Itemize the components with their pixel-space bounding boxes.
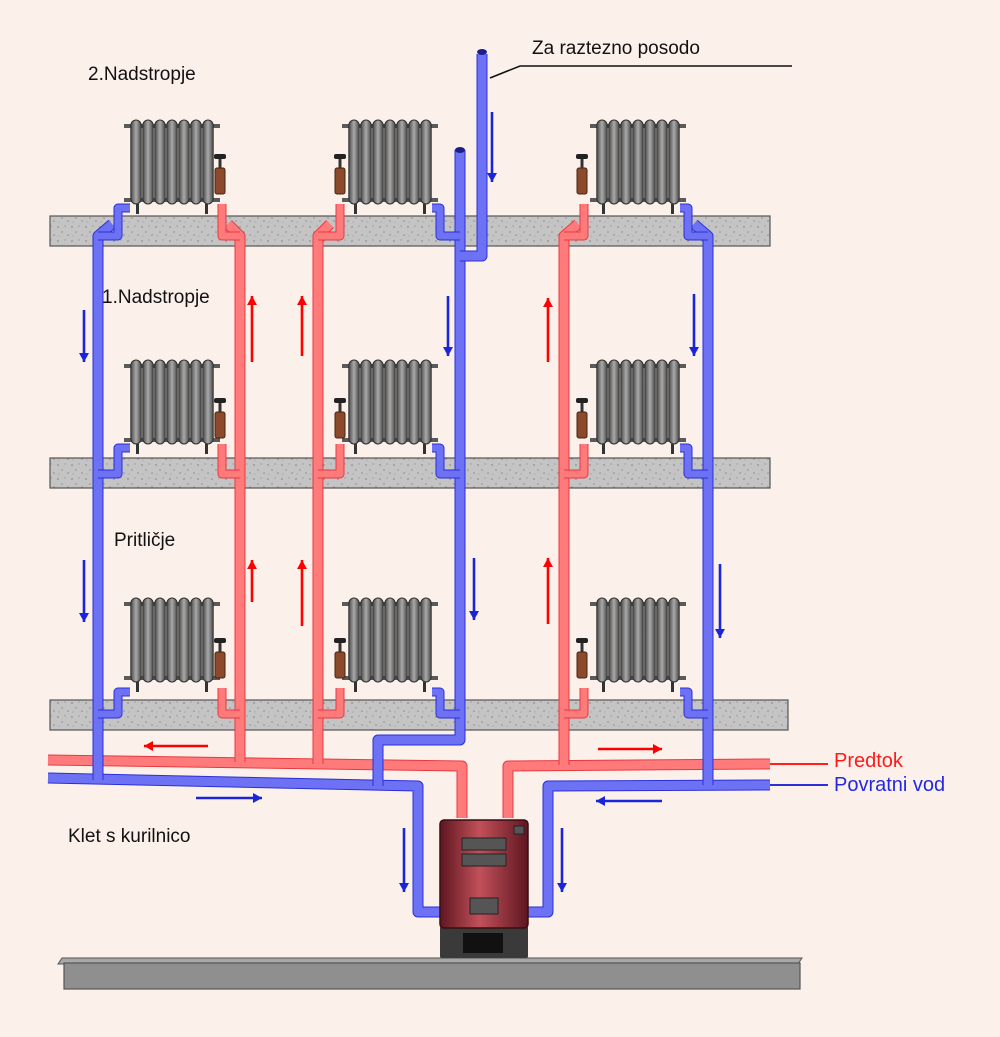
arrow-up-middle-upper [297, 296, 307, 356]
boiler-base-grill [463, 933, 503, 953]
label-floor2: 2.Nadstropje [88, 64, 196, 85]
valve-icon-ground-left [214, 638, 226, 679]
arrow-up-left-upper [247, 296, 257, 362]
valve-icon-floor1-right [576, 398, 588, 439]
arrow-down-boiler-right [557, 828, 567, 892]
valve-icon-floor2-middle [334, 154, 346, 195]
arrow-down-left-upper [79, 310, 89, 362]
pipes [47, 49, 771, 918]
radiator-icon-ground-middle [342, 597, 438, 692]
return-riser-to-expansion [372, 150, 466, 786]
radiators [124, 119, 686, 692]
boiler-door [469, 897, 499, 915]
conn-supply-middle-0 [318, 204, 345, 241]
arrow-down-expansion [487, 112, 497, 182]
arrow-right-return [196, 793, 262, 803]
label-ground: Pritličje [114, 530, 176, 551]
boiler-knob [513, 825, 525, 835]
conn-supply-middle-1 [318, 444, 345, 479]
arrow-up-right-lower [543, 558, 553, 624]
conn-supply-left-2 [217, 688, 240, 719]
conn-return-middle-1 [432, 443, 460, 479]
conn-supply-left-1 [217, 444, 240, 479]
slab-floor2 [49, 215, 771, 247]
expansion-pipe-cap [477, 49, 487, 55]
conn-return-right-0 [680, 203, 708, 241]
riser-supply-left [224, 220, 246, 762]
valve-icon-floor1-middle [334, 398, 346, 439]
conn-supply-right-1 [564, 444, 589, 479]
arrow-up-right-upper [543, 298, 553, 362]
label-basement: Klet s kurilnico [68, 826, 191, 847]
conn-return-left-0 [98, 203, 130, 241]
conn-return-middle-2 [432, 687, 460, 719]
arrow-up-left-lower [247, 560, 257, 602]
supply-main-right [502, 758, 771, 818]
arrow-down-right-upper [689, 294, 699, 356]
conn-supply-left-0 [217, 204, 240, 241]
radiator-icon-floor1-middle [342, 359, 438, 454]
conn-return-left-1 [98, 443, 130, 479]
legend-return-label: Povratni vod [834, 774, 946, 796]
slab-floor1 [49, 457, 771, 489]
expansion-pipe [460, 54, 488, 262]
return-main-left [47, 772, 444, 918]
return-main-right [524, 779, 771, 918]
supply-main-left [47, 754, 468, 818]
arrow-down-center-upper [443, 296, 453, 356]
radiator-icon-ground-right [590, 597, 686, 692]
valve-icon-floor2-left [214, 154, 226, 195]
conn-return-left-2 [98, 687, 130, 719]
valve-icon-ground-middle [334, 638, 346, 679]
conn-return-middle-0 [432, 203, 460, 241]
label-expansion-tank: Za raztezno posodo [532, 38, 700, 59]
arrow-down-center-lower [469, 558, 479, 620]
flow-arrows [79, 112, 725, 892]
boiler-panel-1 [461, 837, 507, 851]
floor-slabs [49, 215, 803, 990]
arrow-up-middle-lower [297, 560, 307, 626]
radiator-icon-floor2-left [124, 119, 220, 214]
radiator-icon-floor1-left [124, 359, 220, 454]
conn-supply-right-2 [564, 688, 589, 719]
arrow-down-right-lower [715, 564, 725, 638]
conn-return-right-2 [680, 687, 708, 719]
arrow-left-return [596, 796, 662, 806]
valves [214, 154, 588, 679]
valve-icon-floor2-right [576, 154, 588, 195]
arrow-down-left-lower [79, 560, 89, 622]
valve-icon-ground-right [576, 638, 588, 679]
valve-icon-floor1-left [214, 398, 226, 439]
slab-ground [49, 699, 789, 731]
riser-supply-right [558, 219, 582, 765]
label-floor1: 1.Nadstropje [102, 287, 210, 308]
radiator-icon-floor2-right [590, 119, 686, 214]
arrow-left-supply [144, 741, 208, 751]
conn-return-right-1 [680, 443, 708, 479]
basement-floor [63, 962, 801, 990]
boiler-panel-2 [461, 853, 507, 867]
boiler-icon [439, 819, 529, 958]
riser-supply-middle [312, 220, 334, 764]
arrow-right-supply [598, 744, 662, 754]
expansion-pointer-line [489, 65, 792, 79]
conn-supply-middle-2 [318, 688, 345, 719]
radiator-icon-floor1-right [590, 359, 686, 454]
conn-supply-right-0 [564, 204, 589, 241]
riser-cap [455, 147, 465, 153]
legend-supply-label: Predtok [834, 750, 903, 772]
arrow-down-boiler-left [399, 828, 409, 892]
radiator-icon-ground-left [124, 597, 220, 692]
radiator-icon-floor2-middle [342, 119, 438, 214]
